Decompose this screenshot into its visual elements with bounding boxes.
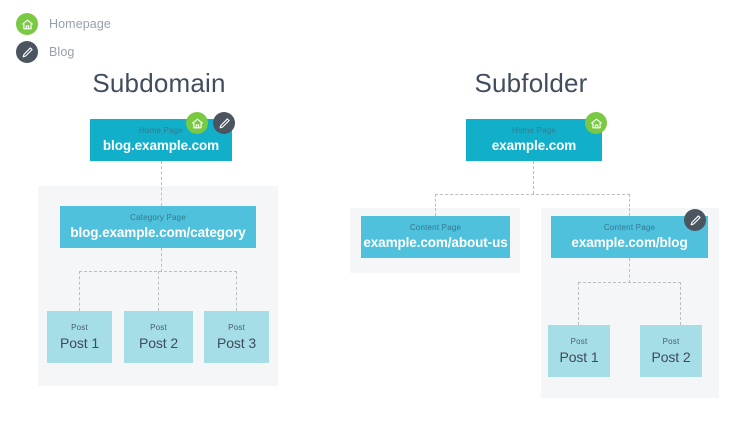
pencil-icon [213, 112, 235, 134]
connector-subfolder-drop-about [435, 194, 436, 216]
node-subfolder-post-1[interactable]: Post Post 1 [548, 325, 610, 377]
pencil-icon [684, 209, 706, 231]
legend: Homepage Blog [16, 10, 111, 66]
home-icon [585, 112, 607, 134]
node-subfolder-about-page[interactable]: Content Page example.com/about-us [361, 216, 510, 258]
connector-subdomain-drop-post1 [79, 271, 80, 311]
node-kind-label: Home Page [138, 126, 184, 135]
node-kind-label: Post [570, 337, 588, 346]
node-subdomain-home-page[interactable]: Home Page blog.example.com [90, 119, 232, 161]
connector-subfolder-blog-stem [629, 258, 630, 283]
connector-subfolder-drop-blog [629, 194, 630, 216]
node-kind-label: Post [71, 323, 88, 332]
node-url-label: blog.example.com/category [70, 225, 246, 240]
node-subdomain-category-page[interactable]: Category Page blog.example.com/category [60, 206, 256, 248]
connector-subfolder-content-bus [435, 194, 630, 195]
home-icon [186, 112, 208, 134]
connector-subfolder-post-bus [578, 282, 681, 283]
node-kind-label: Content Page [603, 223, 656, 232]
node-url-label: Post 1 [59, 335, 100, 351]
node-url-label: example.com [491, 138, 577, 153]
node-url-label: example.com/blog [571, 235, 688, 250]
node-kind-label: Post [228, 323, 245, 332]
node-url-label: blog.example.com [102, 138, 220, 153]
connector-subdomain-category-stem [161, 248, 162, 272]
legend-label-blog: Blog [49, 45, 75, 59]
node-url-label: Post 2 [138, 335, 179, 351]
node-kind-label: Content Page [409, 223, 462, 232]
node-url-label: Post 3 [216, 335, 257, 351]
home-icon [16, 13, 38, 35]
legend-item-blog: Blog [16, 38, 111, 66]
node-kind-label: Home Page [511, 126, 557, 135]
node-subfolder-blog-page[interactable]: Content Page example.com/blog [551, 216, 708, 258]
node-url-label: Post 2 [651, 349, 691, 365]
node-url-label: Post 1 [559, 349, 599, 365]
node-subdomain-post-2[interactable]: Post Post 2 [124, 311, 193, 363]
legend-label-homepage: Homepage [49, 17, 111, 31]
connector-subdomain-home-to-category [161, 161, 162, 206]
node-url-label: example.com/about-us [363, 235, 508, 250]
column-title-subfolder: Subfolder [474, 68, 588, 98]
node-kind-label: Post [662, 337, 680, 346]
node-subdomain-post-1[interactable]: Post Post 1 [47, 311, 112, 363]
node-kind-label: Post [150, 323, 167, 332]
connector-subfolder-drop-post1 [578, 282, 579, 325]
node-subfolder-post-2[interactable]: Post Post 2 [640, 325, 702, 377]
legend-item-homepage: Homepage [16, 10, 111, 38]
pencil-icon [16, 41, 38, 63]
node-subdomain-post-3[interactable]: Post Post 3 [204, 311, 269, 363]
connector-subfolder-drop-post2 [680, 282, 681, 325]
connector-subdomain-drop-post2 [158, 271, 159, 311]
node-subfolder-home-page[interactable]: Home Page example.com [466, 119, 602, 161]
node-kind-label: Category Page [130, 213, 186, 222]
column-title-subdomain: Subdomain [92, 68, 226, 98]
connector-subdomain-drop-post3 [236, 271, 237, 311]
connector-subfolder-home-stem [533, 161, 534, 194]
